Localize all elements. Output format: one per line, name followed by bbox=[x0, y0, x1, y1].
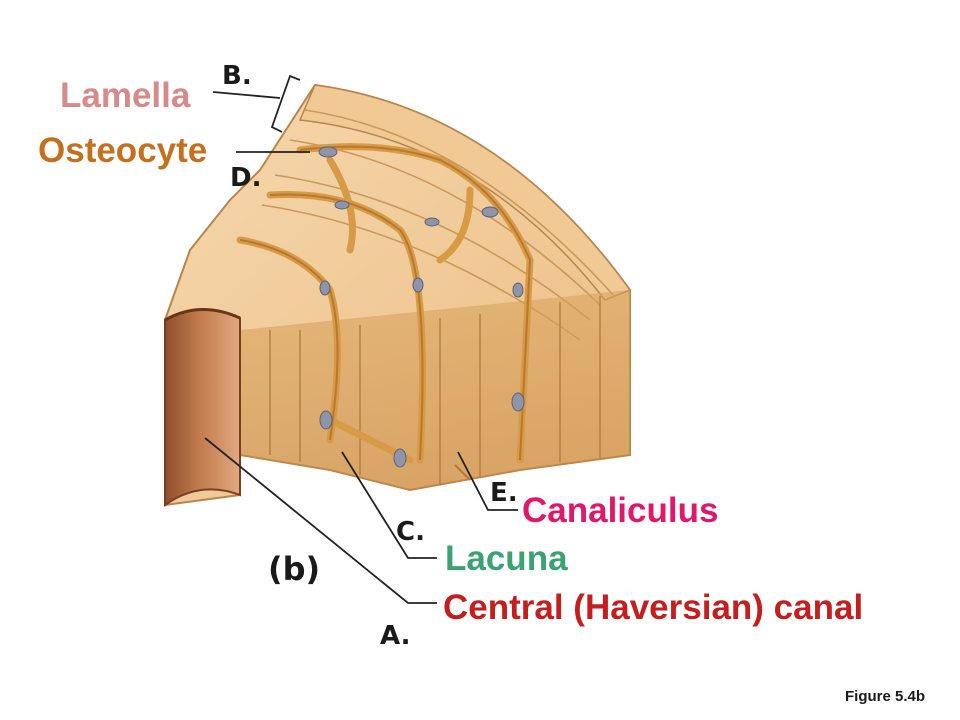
lacuna-leader bbox=[341, 451, 437, 559]
letter-c: C. bbox=[396, 517, 425, 547]
central-canal-label: Central (Haversian) canal bbox=[443, 588, 864, 627]
letter-d: D. bbox=[230, 163, 262, 193]
letter-e: E. bbox=[490, 478, 518, 508]
letter-b: B. bbox=[222, 61, 252, 91]
vertical-lamellae bbox=[269, 296, 601, 485]
canaliculus-leader bbox=[457, 451, 518, 511]
central-canal bbox=[164, 308, 241, 507]
osteocyte-nuclei bbox=[318, 146, 525, 468]
lamella-bracket bbox=[270, 74, 301, 133]
central-canal-rim bbox=[164, 308, 241, 322]
lacuna-label: Lacuna bbox=[445, 539, 568, 578]
osteocyte-label: Osteocyte bbox=[38, 131, 208, 170]
letter-a: A. bbox=[380, 621, 411, 651]
central-canal-leader bbox=[204, 437, 437, 604]
canaliculus-label: Canaliculus bbox=[522, 491, 719, 530]
figure-caption: Figure 5.4b bbox=[845, 688, 926, 705]
leader-lines bbox=[204, 74, 518, 604]
lamella-leader bbox=[212, 91, 281, 99]
lamella-label: Lamella bbox=[60, 76, 191, 115]
panel-label: (b) bbox=[268, 550, 321, 588]
